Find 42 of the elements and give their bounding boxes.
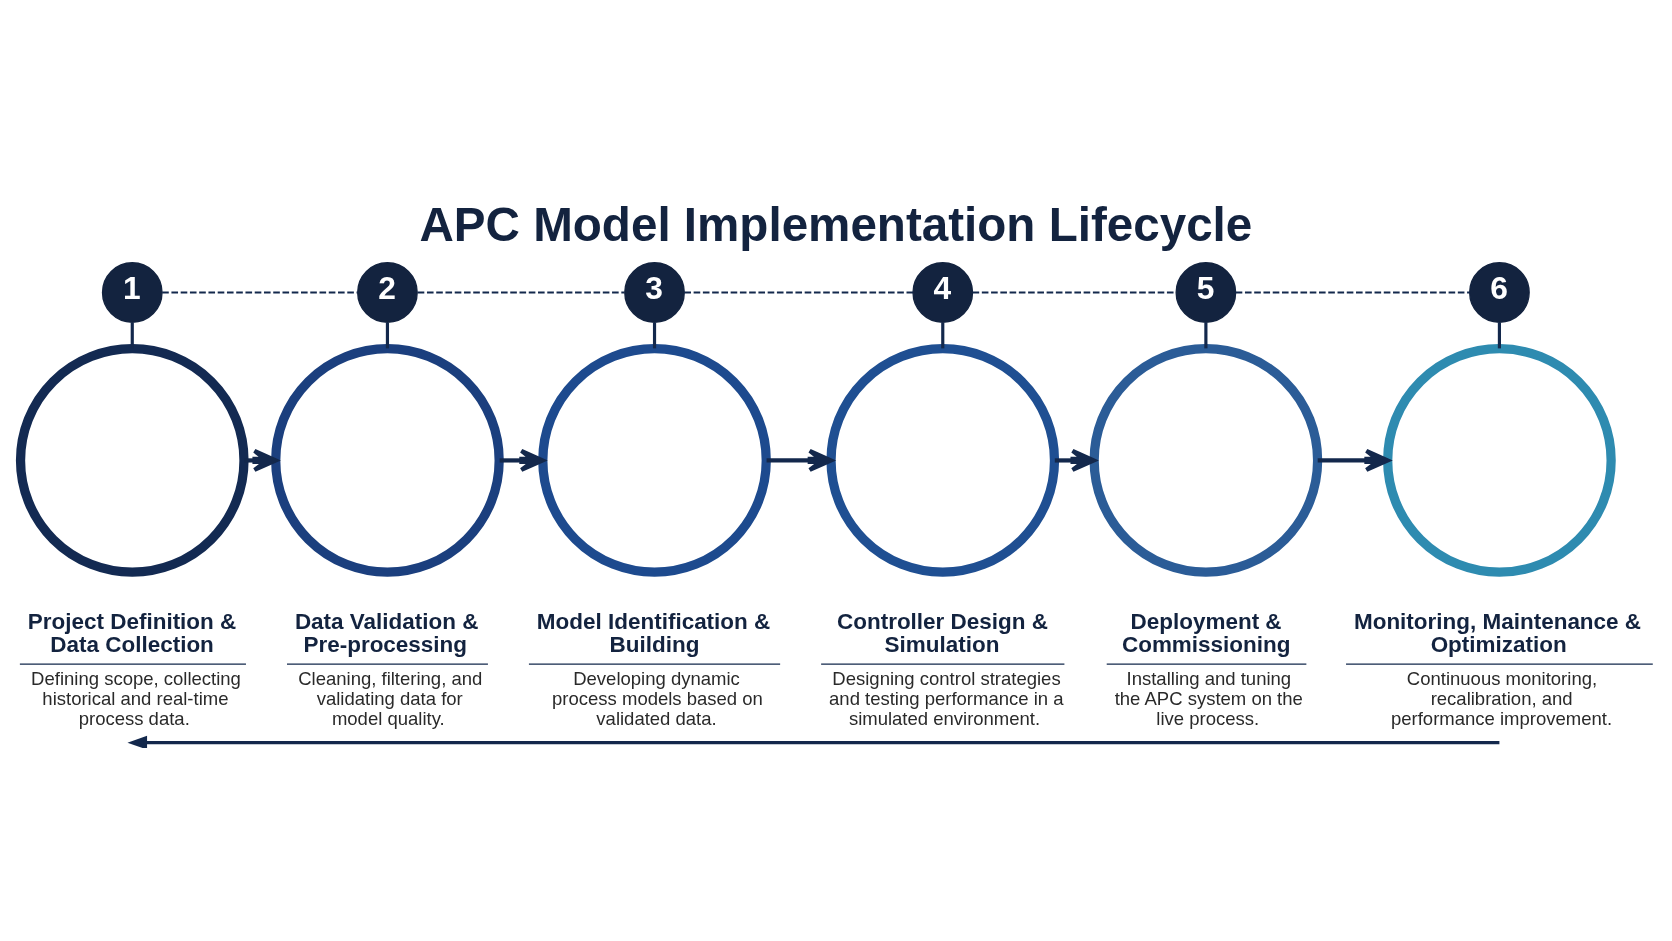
node-label: Deployment & Commissioning [1121,608,1291,657]
node-circle [826,343,1060,577]
node-circle: 4 [912,261,974,323]
connector [972,290,1176,294]
node-label: Continuous monitoring, recalibration, and performance improvement. [1390,667,1613,729]
connector [385,322,390,348]
connector [684,290,913,294]
arrow [244,448,278,472]
connector [652,322,657,348]
node-circle: 1 [101,261,163,323]
diagram-title: APC Model Implementation Lifecycle [419,197,1253,251]
arrow [1317,448,1390,472]
node-circle: 5 [1175,261,1237,323]
node-label: Monitoring, Maintenance & Optimization [1353,608,1642,657]
node-label: Project Definition & Data Collection [27,608,237,657]
node-circle: 3 [624,261,685,323]
node-circle [271,343,504,577]
node-label: Defining scope, collecting historical and real-time process data. [31,667,241,729]
node-label: Designing control strategies and testing performance in a simulated environment. [829,667,1064,729]
connector [1497,322,1501,348]
connector [417,290,625,294]
arrow [499,448,545,472]
node-circle: 2 [357,261,418,323]
connector [1204,322,1208,348]
node-circle [15,343,249,577]
connector [941,322,945,348]
connector [1235,290,1470,294]
arrow [1054,448,1096,472]
node-label: Data Validation & Pre-processing [294,608,479,657]
node-label: Controller Design & Simulation [836,608,1048,657]
arrow [766,448,834,472]
arrow [127,735,1500,748]
node-label: Cleaning, filtering, and validating data for model quality. [298,667,483,729]
node-circle [538,343,771,577]
connector [162,290,358,294]
node-label: Installing and tuning the APC system on the live process. [1114,667,1303,729]
node-circle: 6 [1469,261,1530,323]
node-label: Model Identification & Building [536,608,771,657]
connector [130,322,134,348]
node-circle [1383,343,1616,577]
node-label: Developing dynamic process models based on validated data. [552,667,763,729]
node-circle [1089,343,1323,577]
